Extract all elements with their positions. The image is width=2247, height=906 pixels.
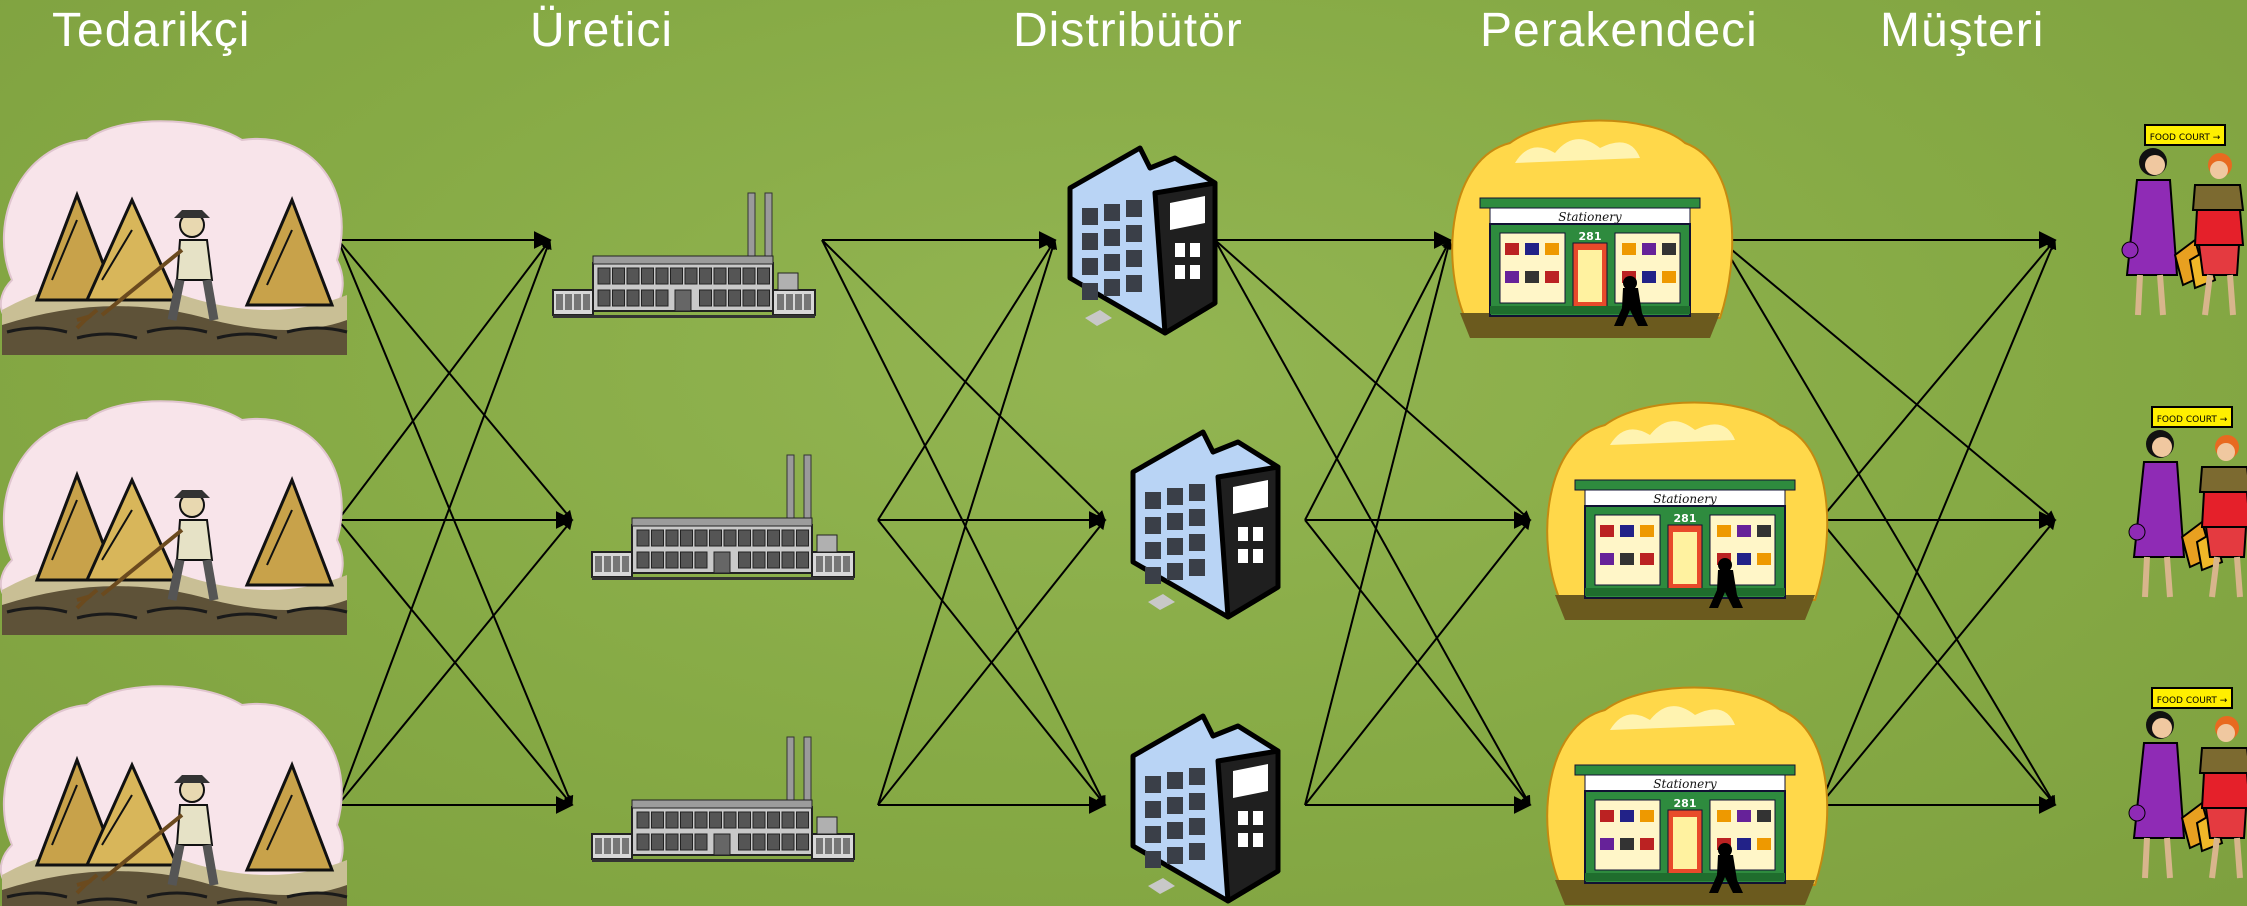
stage-nodes: Stationery281Stationery281Stationery281F… xyxy=(0,119,2247,906)
arrow-distributor-retailer xyxy=(1214,239,1531,521)
stage-label-supplier: Tedarikçi xyxy=(52,4,251,57)
retailer-store-icon: Stationery 281 xyxy=(1546,686,1829,905)
producer-factory-icon xyxy=(591,454,855,580)
stage-label-retailer: Perakendeci xyxy=(1480,4,1758,57)
store-sign-text: Stationery xyxy=(1653,492,1717,506)
food-court-sign-text: FOOD COURT → xyxy=(2157,696,2228,706)
arrow-supplier-producer xyxy=(337,239,551,521)
distributor-building-icon xyxy=(1130,429,1281,620)
arrow-producer-distributor xyxy=(877,519,1106,806)
arrow-producer-distributor xyxy=(821,239,1106,806)
arrow-supplier-producer xyxy=(337,239,574,806)
supplier-farm-icon xyxy=(0,685,348,906)
arrow-producer-distributor xyxy=(821,239,1106,521)
arrow-retailer-customer xyxy=(1719,239,2056,521)
arrow-retailer-customer xyxy=(1819,239,2057,806)
stage-label-customer: Müşteri xyxy=(1880,4,2045,57)
arrow-supplier-producer xyxy=(337,239,573,521)
retailer-store-icon: Stationery 281 xyxy=(1546,401,1829,620)
arrow-distributor-retailer xyxy=(1214,239,1531,806)
stage-label-producer: Üretici xyxy=(530,4,674,57)
store-number-text: 281 xyxy=(1579,230,1602,243)
distributor-building-icon xyxy=(1130,713,1281,904)
arrow-retailer-customer xyxy=(1819,239,2056,521)
supplier-farm-icon xyxy=(0,400,348,635)
connection-arrows xyxy=(337,231,2057,814)
customer-shoppers-icon: FOOD COURT → xyxy=(2128,687,2247,879)
distributor-building-icon xyxy=(1067,145,1218,336)
retailer-store-icon: Stationery 281 xyxy=(1451,119,1734,338)
store-sign-text: Stationery xyxy=(1653,777,1717,791)
food-court-sign-text: FOOD COURT → xyxy=(2150,133,2221,143)
store-sign-text: Stationery xyxy=(1558,210,1622,224)
arrow-producer-distributor xyxy=(877,239,1056,521)
arrow-retailer-customer xyxy=(1819,519,2056,806)
arrow-distributor-retailer xyxy=(1304,239,1451,521)
customer-shoppers-icon: FOOD COURT → xyxy=(2121,124,2245,316)
producer-factory-icon xyxy=(552,192,816,318)
arrow-producer-distributor xyxy=(877,239,1058,806)
arrow-supplier-producer xyxy=(337,239,552,806)
arrow-retailer-customer xyxy=(1719,239,2056,806)
producer-factory-icon xyxy=(591,736,855,862)
arrow-distributor-retailer xyxy=(1304,519,1531,806)
customer-shoppers-icon: FOOD COURT → xyxy=(2128,406,2247,598)
supplier-farm-icon xyxy=(0,120,348,355)
arrow-supplier-producer xyxy=(337,519,573,806)
food-court-sign-text: FOOD COURT → xyxy=(2157,415,2228,425)
stage-label-distributor: Distribütör xyxy=(1013,4,1243,57)
store-number-text: 281 xyxy=(1674,797,1697,810)
store-number-text: 281 xyxy=(1674,512,1697,525)
arrow-distributor-retailer xyxy=(1304,239,1453,806)
